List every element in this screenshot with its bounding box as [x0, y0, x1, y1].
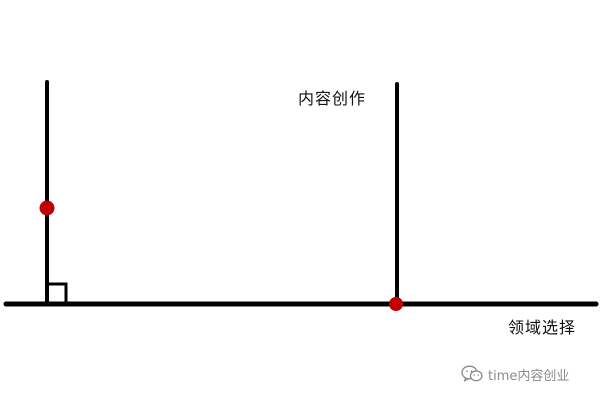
- domain-selection-label: 领域选择: [508, 318, 577, 337]
- watermark-text: time内容创业: [488, 368, 570, 384]
- watermark: time内容创业: [461, 364, 569, 384]
- intersection-red-point: [389, 297, 403, 311]
- wechat-icon: [461, 365, 483, 382]
- content-creation-label: 内容创作: [298, 89, 367, 108]
- left-red-point: [39, 200, 55, 216]
- right-angle-marker: [45, 282, 68, 305]
